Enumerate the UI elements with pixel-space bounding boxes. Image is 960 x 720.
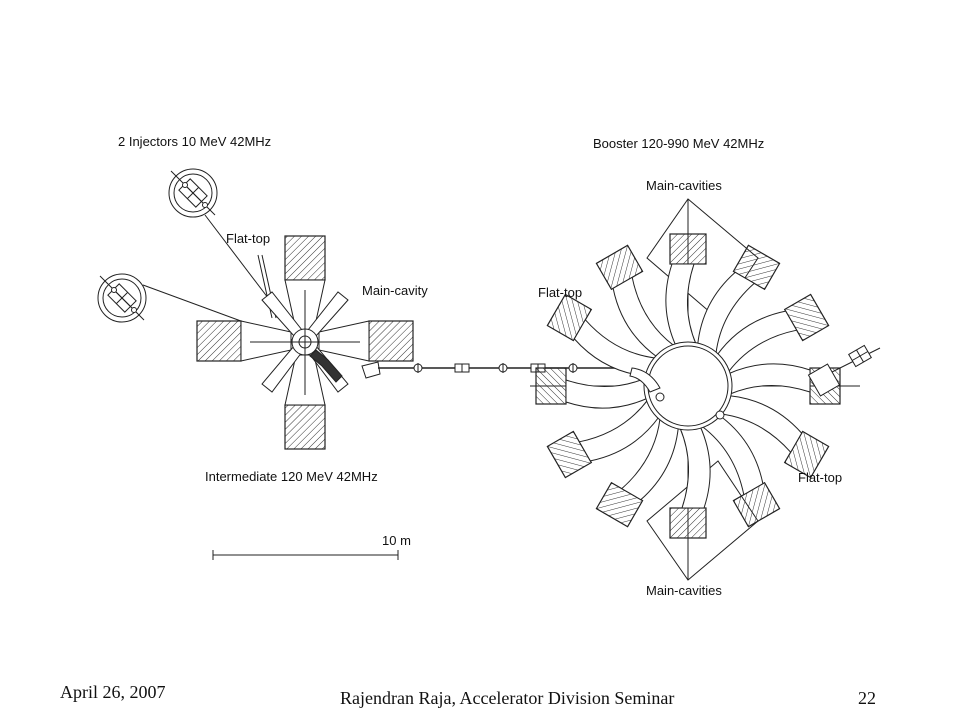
label-main-cavities-top: Main-cavities (646, 178, 722, 193)
intermediate-cyclotron (196, 235, 414, 450)
label-flat-top-right: Flat-top (798, 470, 842, 485)
footer-page-number: 22 (858, 688, 876, 708)
footer-date: April 26, 2007 (60, 682, 166, 702)
label-intermediate: Intermediate 120 MeV 42MHz (205, 469, 378, 484)
footer-author: Rajendran Raja, Accelerator Division Sem… (340, 688, 675, 708)
magnet-sector-south (284, 404, 326, 450)
label-flat-top-left: Flat-top (226, 231, 270, 246)
magnet-sector-north (284, 235, 326, 281)
scale-bar: 10 m (212, 533, 411, 560)
booster-cyclotron (535, 198, 881, 581)
label-scale: 10 m (382, 533, 411, 548)
magnet-sector-west (196, 320, 242, 362)
label-booster: Booster 120-990 MeV 42MHz (593, 136, 764, 151)
label-injectors: 2 Injectors 10 MeV 42MHz (118, 134, 271, 149)
label-main-cavity: Main-cavity (362, 283, 428, 298)
label-flat-top-booster: Flat-top (538, 285, 582, 300)
injector-left-icon (97, 273, 147, 323)
injector-top-icon (168, 168, 218, 218)
label-main-cavities-bottom: Main-cavities (646, 583, 722, 598)
beamline-element-icon (413, 363, 423, 373)
magnet-sector-east (368, 320, 414, 362)
